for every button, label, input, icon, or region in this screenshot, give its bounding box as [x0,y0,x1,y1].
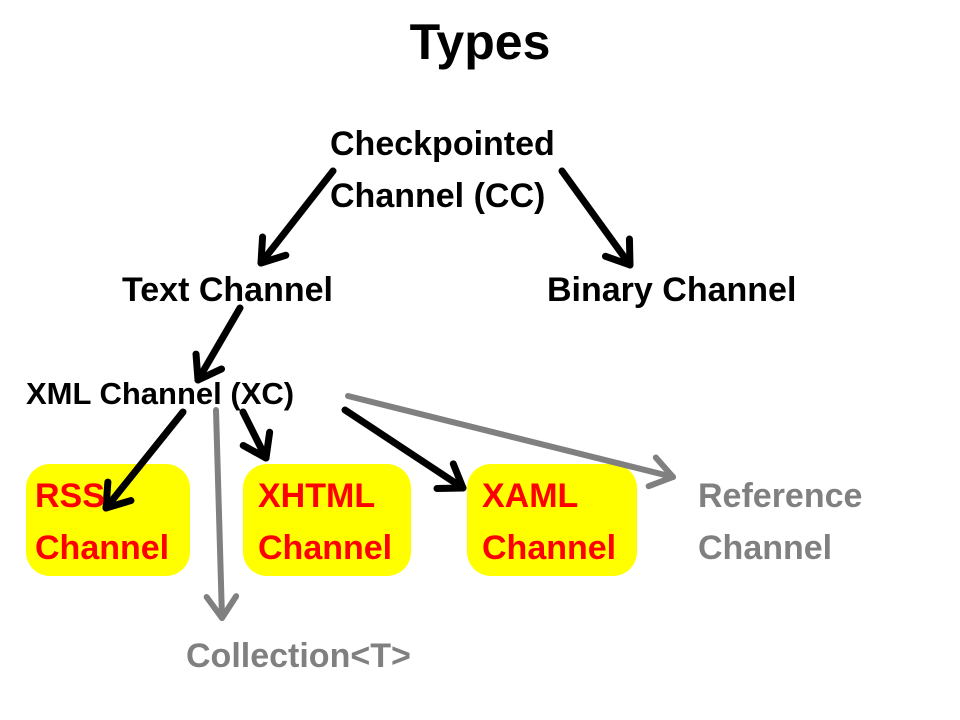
arrow-head [239,428,274,462]
reference-channel-node: Reference Channel [698,470,862,574]
checkpointed-channel-line1: Checkpointed [330,125,555,163]
arrow-head [601,235,634,269]
xaml-channel-node: XAML Channel [482,470,616,574]
xhtml-channel-node: XHTML Channel [258,470,392,574]
collection-label: Collection<T> [186,637,411,675]
arrow-head [203,593,240,621]
arrow-xc-to-collection [203,407,240,621]
xhtml-channel-highlight [243,464,411,576]
arrow-head [192,350,226,384]
reference-channel-line2: Channel [698,529,833,567]
reference-channel-line1: Reference [698,477,863,515]
arrow-head [433,460,467,493]
text-channel-label: Text Channel [122,271,333,309]
collection-node: Collection<T> [186,630,411,682]
arrow-shaft [257,167,337,267]
rss-channel-line1: RSS [35,477,105,515]
arrow-shaft [345,393,676,480]
arrow-cc-to-text [257,167,337,267]
arrow-cc-to-binary [558,167,634,269]
checkpointed-channel-line2: Channel (CC) [330,177,546,215]
arrow-shaft [194,304,244,384]
xaml-channel-line2: Channel [482,529,617,567]
arrow-shaft [558,167,634,269]
arrow-xc-to-reference [345,393,676,490]
xhtml-channel-line2: Channel [258,529,393,567]
xaml-channel-line1: XAML [482,477,579,515]
xhtml-channel-line1: XHTML [258,477,376,515]
binary-channel-node: Binary Channel [547,264,796,316]
binary-channel-label: Binary Channel [547,271,797,309]
arrow-head [645,454,676,490]
arrow-text-to-xc [192,304,244,384]
xaml-channel-highlight [467,464,637,576]
arrow-head [257,233,290,267]
arrow-shaft [102,408,187,512]
xml-channel-label: XML Channel (XC) [26,376,295,411]
xml-channel-node: XML Channel (XC) [26,368,294,420]
rss-channel-node: RSS Channel [35,470,169,574]
checkpointed-channel-node: Checkpointed Channel (CC) [330,118,555,222]
arrow-xc-to-xaml [341,406,467,493]
arrow-shaft [213,407,225,621]
text-channel-node: Text Channel [122,264,333,316]
arrow-shaft [239,408,270,462]
rss-channel-line2: Channel [35,529,170,567]
arrow-xc-to-xhtml [239,408,274,462]
arrow-shaft [341,406,467,492]
arrow-head [102,478,135,512]
diagram-title: Types [409,14,551,70]
arrow-xc-to-rss [102,408,187,512]
